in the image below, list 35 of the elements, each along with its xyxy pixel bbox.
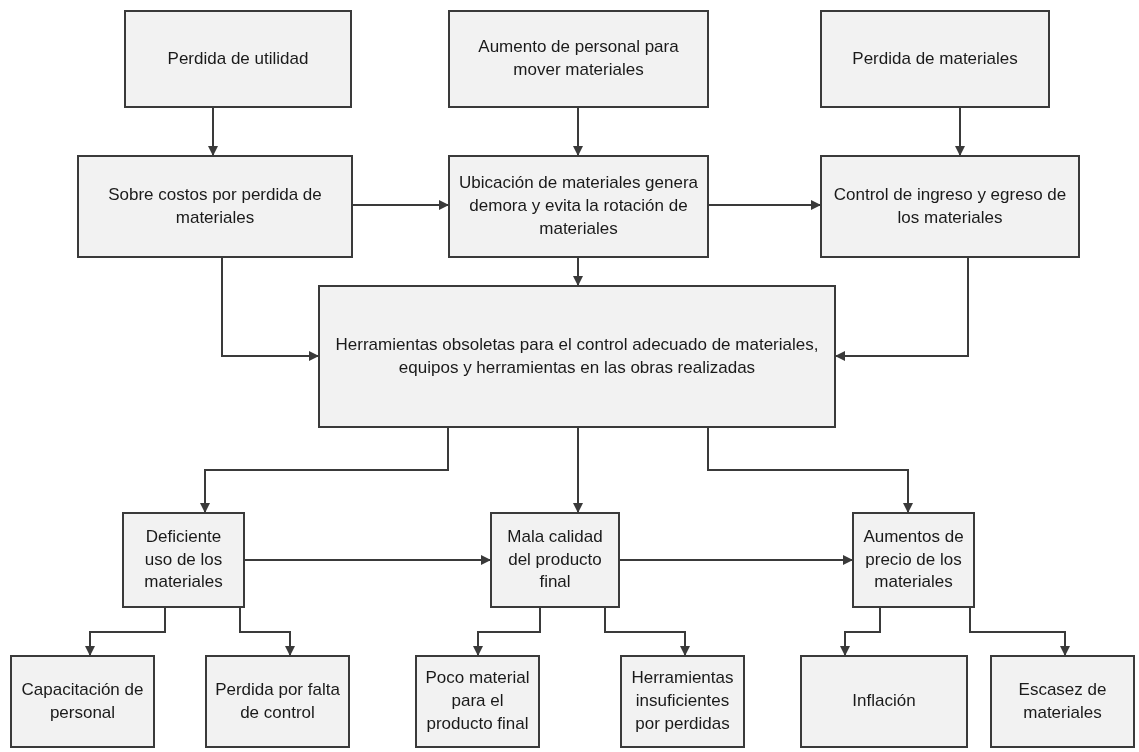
arrow bbox=[619, 555, 853, 565]
cause-effect-box: Perdida de utilidad bbox=[124, 10, 352, 108]
arrow bbox=[835, 257, 969, 361]
cause-effect-box: Inflación bbox=[800, 655, 968, 748]
arrow bbox=[239, 607, 295, 656]
cause-effect-box: Herramientas obsoletas para el control adecuado de materiales, equipos y herramientas en las obras realizadas bbox=[318, 285, 836, 428]
arrow bbox=[352, 200, 449, 210]
cause-effect-box: Aumento de personal para mover materiales bbox=[448, 10, 709, 108]
cause-effect-box: Aumentos de precio de los materiales bbox=[852, 512, 975, 608]
cause-effect-box: Control de ingreso y egreso de los materiales bbox=[820, 155, 1080, 258]
arrow bbox=[244, 555, 491, 565]
arrow bbox=[473, 607, 541, 656]
cause-effect-box: Deficiente uso de los materiales bbox=[122, 512, 245, 608]
cause-effect-box: Ubicación de materiales genera demora y evita la rotación de materiales bbox=[448, 155, 709, 258]
cause-effect-box: Escasez de materiales bbox=[990, 655, 1135, 748]
cause-effect-box: Perdida por falta de control bbox=[205, 655, 350, 748]
cause-effect-box: Perdida de materiales bbox=[820, 10, 1050, 108]
arrow bbox=[708, 200, 821, 210]
cause-effect-box: Herramientas insuficientes por perdidas bbox=[620, 655, 745, 748]
cause-effect-box: Mala calidad del producto final bbox=[490, 512, 620, 608]
arrow bbox=[85, 607, 166, 656]
cause-effect-box: Sobre costos por perdida de materiales bbox=[77, 155, 353, 258]
arrow bbox=[573, 257, 583, 286]
arrow bbox=[208, 107, 218, 156]
arrow bbox=[604, 607, 690, 656]
arrow bbox=[200, 427, 449, 513]
arrow bbox=[707, 427, 913, 513]
arrow bbox=[969, 607, 1070, 656]
cause-effect-box: Poco material para el producto final bbox=[415, 655, 540, 748]
cause-effect-box: Capacitación de personal bbox=[10, 655, 155, 748]
arrow bbox=[573, 107, 583, 156]
arrow bbox=[221, 257, 319, 361]
arrow bbox=[840, 607, 881, 656]
arrow bbox=[573, 427, 583, 513]
arrow bbox=[955, 107, 965, 156]
